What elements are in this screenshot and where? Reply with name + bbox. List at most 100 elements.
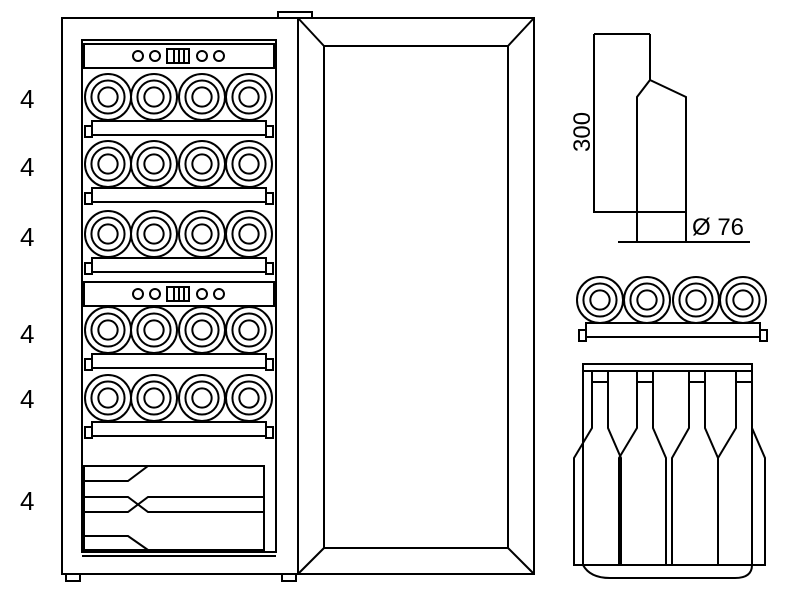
bottle-end — [130, 210, 178, 258]
bottle-end-core — [238, 153, 260, 175]
glass-door — [297, 17, 535, 575]
bottle-end — [130, 140, 178, 188]
bottle-outline — [717, 382, 766, 566]
bottle-end-ring — [725, 282, 761, 318]
shelf-detail-clip-right — [759, 329, 768, 342]
shelf-clip-left — [84, 192, 93, 205]
bottle-end-ring — [136, 380, 172, 416]
bottle-end-core — [191, 153, 213, 175]
lying-bottle-1 — [84, 465, 264, 482]
control-panels — [83, 43, 275, 307]
control-button-icon — [132, 50, 144, 62]
standing-bottle-1 — [573, 372, 622, 566]
bottle-height-label: 300 — [569, 112, 596, 152]
control-button-icon — [149, 288, 161, 300]
shelf-clip-right — [265, 192, 274, 205]
bottle-end-ring — [184, 79, 220, 115]
bottle-dimension-sketch: 300 Ø 76 — [569, 33, 750, 243]
bottle-end-ring — [231, 216, 267, 252]
bottle-end-core — [238, 86, 260, 108]
bottle-end — [178, 73, 226, 121]
lying-bottle-3 — [84, 496, 264, 513]
bottle-end — [178, 140, 226, 188]
door-bevel-tl — [297, 17, 325, 47]
bottle-neck-clip — [735, 372, 753, 383]
bottle-end-core — [97, 387, 119, 409]
shelf-detail-front — [576, 276, 768, 342]
control-button-icon — [196, 288, 208, 300]
bottle-end-core — [143, 86, 165, 108]
bottle-end-ring — [231, 312, 267, 348]
bottle-end-ring — [629, 282, 665, 318]
control-button-icon — [213, 50, 225, 62]
bottle-end — [719, 276, 767, 324]
bottle-end — [225, 140, 273, 188]
door-outer — [297, 17, 535, 575]
bottle-end-outer — [623, 276, 671, 324]
bottle-row-3 — [84, 210, 274, 275]
bottle-end-ring — [90, 312, 126, 348]
shelf-rail — [91, 187, 267, 203]
bottle-neck-clip — [688, 372, 706, 383]
bottle-end-ring — [90, 216, 126, 252]
shelf-count-1: 4 — [20, 84, 34, 114]
bottle-end-ring — [678, 282, 714, 318]
shelf-clip-right — [265, 125, 274, 138]
standing-bottle-4 — [717, 372, 766, 566]
bottle-end-ring — [90, 79, 126, 115]
control-panel-1 — [83, 43, 275, 69]
bottle-end-core — [732, 289, 754, 311]
bottle-end — [576, 276, 624, 324]
bottle-end-ring — [136, 216, 172, 252]
bottle-end-core — [97, 223, 119, 245]
bottle-end — [225, 73, 273, 121]
bottle-row-2 — [84, 140, 274, 205]
side-shelf-top — [582, 363, 753, 372]
bottle-end-ring — [231, 146, 267, 182]
door-glass — [323, 45, 509, 549]
shelf-detail-rail — [585, 322, 761, 338]
bottle-end-core — [191, 319, 213, 341]
bottle-end-core — [238, 319, 260, 341]
bottle-end-ring — [90, 380, 126, 416]
bottle-end — [84, 374, 132, 422]
standing-bottle-2 — [618, 372, 667, 566]
cabinet-foot-right — [281, 573, 297, 582]
door-bevel-bl — [297, 547, 325, 575]
door-hinge-top — [277, 11, 313, 19]
shelf-count-labels: 4 4 4 4 4 4 — [20, 84, 34, 516]
lying-bottle-2 — [84, 496, 264, 513]
control-panel-strip — [83, 43, 275, 69]
bottle-end-core — [636, 289, 658, 311]
bottle-neck-clip — [636, 372, 654, 383]
drawer-frame — [83, 465, 265, 551]
bottle-end-core — [143, 387, 165, 409]
bottle-end-core — [589, 289, 611, 311]
bottle-end-core — [97, 319, 119, 341]
bottle-end-core — [143, 319, 165, 341]
bottle-end — [130, 73, 178, 121]
bottle-outline — [618, 382, 667, 566]
shelf-rail — [91, 353, 267, 369]
bottle-end-outer — [719, 276, 767, 324]
shelf-clip-right — [265, 262, 274, 275]
shelf-count-2: 4 — [20, 152, 34, 182]
bottle-end-ring — [184, 146, 220, 182]
bottle-end-core — [143, 223, 165, 245]
control-button-icon — [149, 50, 161, 62]
bottle-end-ring — [136, 146, 172, 182]
bottle-end — [225, 306, 273, 354]
bottle-end-core — [97, 86, 119, 108]
shelf-rail — [91, 257, 267, 273]
side-shelf-tray — [582, 371, 753, 579]
bottle-row-5 — [84, 374, 274, 439]
bottle-end — [225, 210, 273, 258]
bottle-end-ring — [184, 216, 220, 252]
bottle-row-1 — [84, 73, 274, 138]
bottle-rows — [84, 73, 274, 439]
standing-bottle-3 — [671, 372, 719, 566]
bottle-end-ring — [90, 146, 126, 182]
shelf-count-6: 4 — [20, 486, 34, 516]
